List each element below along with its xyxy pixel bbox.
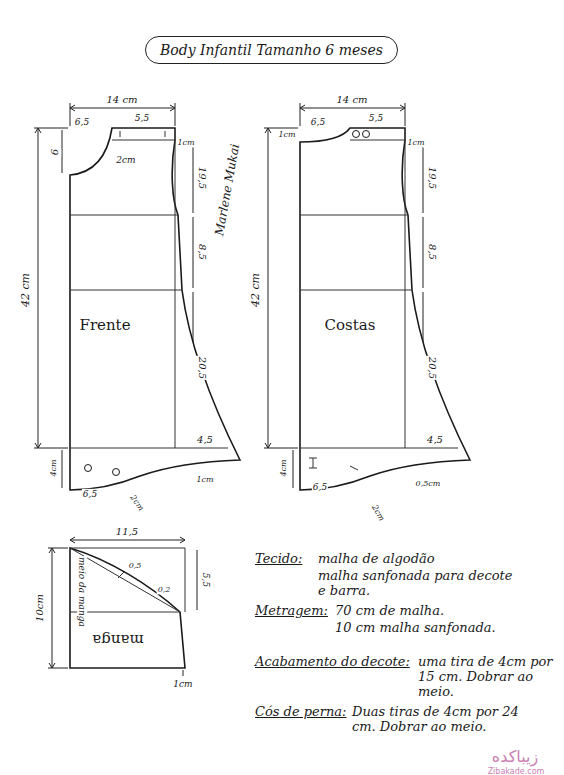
- dimension-label: 10cm: [34, 593, 46, 623]
- dimension-label: 2cm: [369, 502, 387, 523]
- watermark: زیباکده: [492, 748, 538, 766]
- back-piece: Costas: [290, 118, 485, 498]
- dimension-label: 1cm: [172, 679, 193, 689]
- dimension-label: 1cm: [277, 130, 296, 139]
- dimension-label: 4cm: [279, 458, 288, 477]
- dimension-label: 11,5: [115, 526, 139, 538]
- note-text: 70 cm de malha.: [335, 604, 444, 619]
- dimension-label: 14 cm: [336, 94, 369, 106]
- dimension-label: 19,5: [196, 166, 208, 190]
- watermark: Zibakade.com: [488, 767, 545, 775]
- dimension-label: 6,5: [310, 117, 326, 127]
- dimension-label: 2cm: [128, 493, 147, 514]
- dimension-label: 2cm: [115, 155, 136, 165]
- note-text: 10 cm malha sanfonada.: [335, 621, 496, 636]
- note-text: malha sanfonada para decote e barra.: [318, 569, 523, 599]
- dimension-label: 1cm: [195, 475, 214, 484]
- dimension-label: 1cm: [406, 138, 425, 147]
- dimension-label: 8,5: [196, 243, 208, 261]
- dimension-label: 5,5: [134, 113, 150, 123]
- pattern-title: Body Infantil Tamanho 6 meses: [145, 36, 398, 64]
- note-text: Cós de perna:: [255, 705, 346, 720]
- note-text: Tecido:: [255, 552, 302, 567]
- dimension-label: 42 cm: [20, 272, 33, 308]
- dimension-label: 8,5: [426, 243, 438, 261]
- signature: Marlene Mukai: [213, 142, 243, 238]
- dimension-label: 6,5: [312, 482, 328, 492]
- dimension-label: 0,2: [157, 585, 172, 594]
- dimension-label: 1cm: [176, 138, 195, 147]
- dimension-label: meio da manga: [77, 556, 87, 628]
- dimension-label: 5,5: [201, 572, 211, 588]
- dimension-label: 0,5cm: [415, 479, 442, 488]
- piece-outline: [290, 118, 485, 498]
- dimension-label: 19,5: [426, 166, 438, 190]
- dimension-label: 5,5: [368, 113, 384, 123]
- piece-name: Costas: [325, 316, 376, 334]
- piece-name: Frente: [79, 316, 130, 334]
- dimension-label: 6,5: [82, 489, 98, 499]
- dimension-label: 4,5: [196, 434, 214, 446]
- note-text: Acabamento do decote:: [255, 655, 410, 670]
- note-text: malha de algodão: [318, 552, 435, 567]
- note-text: uma tira de 4cm por 15 cm. Dobrar ao mei…: [418, 655, 558, 700]
- dimension-label: 6,5: [74, 117, 90, 127]
- dimension-label: 42 cm: [250, 272, 263, 308]
- note-text: Metragem:: [255, 604, 328, 619]
- dimension-label: 0,5: [128, 561, 143, 570]
- dimension-label: 4cm: [49, 458, 58, 477]
- dimension-label: 14 cm: [106, 94, 139, 106]
- dimension-label: 4,5: [426, 434, 444, 446]
- dimension-label: 20,5: [426, 356, 438, 380]
- dimension-label: 20,5: [196, 356, 208, 380]
- note-text: Duas tiras de 4cm por 24 cm. Dobrar ao m…: [352, 705, 524, 735]
- piece-name: manga: [92, 631, 143, 649]
- dimension-label: 6: [49, 148, 61, 156]
